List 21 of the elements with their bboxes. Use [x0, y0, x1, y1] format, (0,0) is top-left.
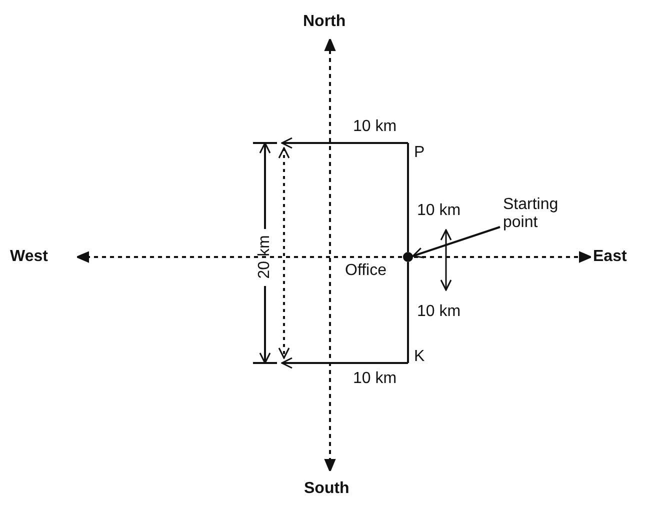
leader-line: [412, 226, 500, 258]
edge-label: 10 km: [353, 370, 397, 388]
path-segment: [281, 357, 408, 369]
compass-axis-arrow: [324, 38, 336, 472]
compass-axis-arrow: [76, 251, 592, 263]
node-text: K: [414, 348, 425, 365]
path-segment: [407, 143, 409, 252]
path-segment: [281, 137, 408, 149]
point-name: Office: [345, 262, 386, 280]
node-text: P: [414, 144, 425, 161]
dimension-label: 20 km: [256, 235, 274, 279]
distance-label: 10 km: [417, 202, 461, 220]
point-dot: [403, 252, 413, 262]
node-text: North: [303, 13, 346, 30]
node-text: South: [304, 480, 350, 497]
node-text: East: [593, 248, 627, 265]
distance-label: 10 km: [417, 303, 461, 321]
node-text: West: [10, 248, 48, 265]
node-text: Starting point: [503, 196, 558, 232]
path-segment: [407, 262, 409, 363]
edge-label: 10 km: [353, 118, 397, 136]
